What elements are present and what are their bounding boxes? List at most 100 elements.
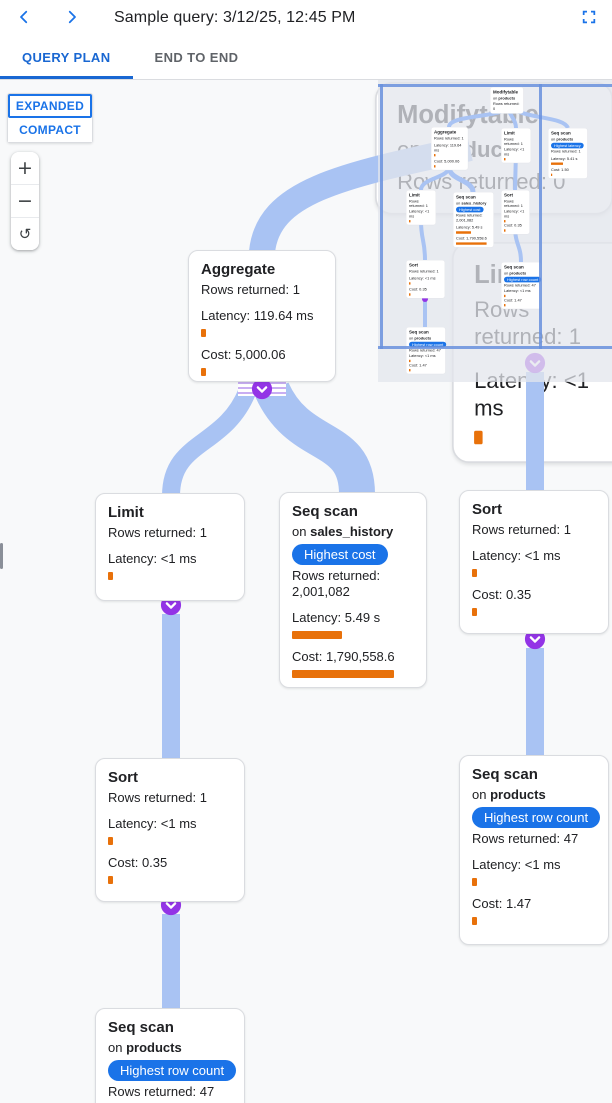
plan-node-sort-left[interactable]: Sort Rows returned: 1 Latency: <1 ms Cos…: [95, 758, 245, 902]
chevron-left-icon: [15, 8, 33, 29]
node-title: Seq scan: [292, 503, 358, 520]
minimap-node-seqscan-products-5[interactable]: Seq scan on products Highest row count R…: [406, 327, 538, 484]
plan-node-seqscan-products-bottom[interactable]: Seq scan on products Highest row count R…: [95, 1008, 245, 1103]
node-latency: Latency: <1 ms: [409, 208, 430, 219]
node-rows: Rows returned: 1: [108, 525, 207, 540]
zoom-out-button[interactable]: −: [11, 185, 39, 217]
zoom-controls: + − ↺: [11, 152, 39, 250]
latency-bar: [551, 162, 563, 165]
minimap-node-aggregate[interactable]: Aggregate Rows returned: 1 Latency: 119.…: [431, 127, 555, 271]
edge-aggregate-seqscan: [255, 381, 375, 496]
node-title: Limit: [409, 192, 420, 198]
tab-query-plan[interactable]: QUERY PLAN: [0, 36, 133, 79]
latency-bar: [504, 158, 506, 161]
fullscreen-icon: [581, 9, 597, 28]
node-cost: Cost: 0.35: [108, 855, 168, 870]
layout-mode-toggle: EXPANDED COMPACT: [7, 93, 93, 143]
chevron-down-circle-icon: [160, 594, 182, 620]
minimap-node-limit-3[interactable]: Limit Rows returned: 1 Latency: <1 ms: [406, 190, 506, 307]
latency-bar: [409, 282, 411, 285]
node-rows: Rows returned: 1: [108, 790, 207, 805]
node-rows: Rows returned: 1: [409, 268, 439, 274]
node-cost: Cost: 0.35: [472, 587, 532, 602]
node-latency: Latency: 119.64 ms: [434, 142, 462, 153]
node-cost: Cost: 0.35: [409, 287, 427, 292]
node-title: Sort: [504, 192, 513, 198]
latency-bar: [504, 220, 506, 223]
node-table: on sales_history: [456, 201, 487, 206]
node-latency: Latency: <1 ms: [472, 548, 561, 563]
node-title: Limit: [108, 504, 144, 521]
node-title: Seq scan: [551, 130, 571, 136]
compact-button[interactable]: COMPACT: [8, 118, 92, 142]
node-title: Seq scan: [472, 766, 538, 783]
fullscreen-button[interactable]: [574, 3, 604, 33]
node-latency: Latency: <1 ms: [504, 288, 531, 293]
node-cost: Cost: 1.50: [551, 167, 569, 172]
minimap-viewport-left: [380, 84, 383, 349]
vertical-scrollbar-thumb[interactable]: [0, 543, 3, 569]
plan-node-limit[interactable]: Limit Rows returned: 1 Latency: <1 ms: [95, 493, 245, 601]
chevron-right-icon: [63, 8, 81, 29]
zoom-in-button[interactable]: +: [11, 152, 39, 184]
minimap-node-sort-4[interactable]: Sort Rows returned: 1 Latency: <1 ms Cos…: [406, 260, 536, 388]
node-table: on products: [108, 1040, 182, 1055]
minimap-node-seqscan-products-4[interactable]: Seq scan on products Highest row count R…: [501, 262, 612, 419]
cost-bar: [108, 876, 113, 884]
cost-bar: [472, 608, 477, 616]
cost-bar: [409, 369, 411, 372]
cost-bar: [434, 165, 436, 168]
forward-button[interactable]: [58, 4, 86, 32]
node-title: Aggregate: [434, 129, 457, 135]
node-table: on products: [504, 271, 527, 276]
back-button[interactable]: [10, 4, 38, 32]
highest-cost-badge: Highest cost: [292, 544, 388, 565]
minimap-node-modifytable[interactable]: Modifytable on products Rows returned: 0: [490, 87, 602, 176]
edge-aggregate-limit: [162, 388, 256, 497]
latency-bar: [456, 231, 471, 234]
node-rows: Rows returned: 1: [434, 135, 464, 141]
header: Sample query: 3/12/25, 12:45 PM: [0, 0, 612, 36]
node-cost: Cost: 1.47: [472, 896, 532, 911]
minimap-node-limit-2[interactable]: Limit Rows returned: 1 Latency: <1 ms: [501, 128, 601, 245]
minimap-node-seqscan-latency[interactable]: Seq scan on products Highest latency Row…: [548, 128, 612, 297]
page-title: Sample query: 3/12/25, 12:45 PM: [114, 9, 356, 26]
node-latency: Latency: 5.41 s: [551, 156, 578, 161]
node-latency: Latency: <1 ms: [108, 551, 197, 566]
plan-node-sort-right[interactable]: Sort Rows returned: 1 Latency: <1 ms Cos…: [459, 490, 609, 634]
minimap-node-seqscan-sales[interactable]: Seq scan on sales_history Highest cost R…: [453, 192, 589, 377]
plan-node-aggregate[interactable]: Aggregate Rows returned: 1 Latency: 119.…: [188, 250, 336, 382]
cost-bar: [456, 242, 487, 245]
node-table: on products: [493, 96, 516, 101]
cost-bar: [472, 917, 477, 925]
node-latency: Latency: <1 ms: [504, 208, 525, 219]
expanded-button[interactable]: EXPANDED: [8, 94, 92, 118]
cost-bar: [292, 670, 394, 678]
minimap-node-sort-3[interactable]: Sort Rows returned: 1 Latency: <1 ms Cos…: [501, 190, 597, 338]
highest-row-count-badge: Highest row count: [108, 1060, 237, 1081]
cost-bar: [504, 304, 506, 307]
latency-bar: [504, 294, 506, 298]
latency-bar: [472, 569, 477, 577]
cost-bar: [409, 293, 411, 296]
plan-node-seqscan-sales-history[interactable]: Seq scan on sales_history Highest cost R…: [279, 492, 427, 688]
minimap-viewport-top: [378, 84, 612, 87]
node-rows: Rows returned: 47: [409, 348, 441, 353]
node-rows: Rows returned: 1: [409, 198, 428, 208]
plan-node-seqscan-products-right[interactable]: Seq scan on products Highest row count R…: [459, 755, 609, 945]
tab-end-to-end[interactable]: END TO END: [154, 50, 239, 65]
minimap[interactable]: Modifytable on products Rows returned: 0…: [378, 80, 612, 382]
minimap-viewport-bottom: [378, 346, 612, 349]
plan-canvas[interactable]: Modifytable on products Rows returned: 0…: [0, 80, 612, 1103]
node-title: Sort: [409, 262, 418, 268]
node-latency: Latency: 5.49 s: [456, 225, 483, 230]
reset-view-button[interactable]: ↺: [11, 218, 39, 250]
chevron-down-circle-icon: [160, 894, 182, 920]
divider: [11, 184, 39, 185]
node-title: Limit: [504, 130, 515, 136]
node-latency: Latency: <1 ms: [409, 353, 436, 358]
collapse-aggregate-button[interactable]: [251, 378, 273, 400]
latency-bar: [292, 631, 342, 639]
latency-bar: [474, 430, 483, 445]
